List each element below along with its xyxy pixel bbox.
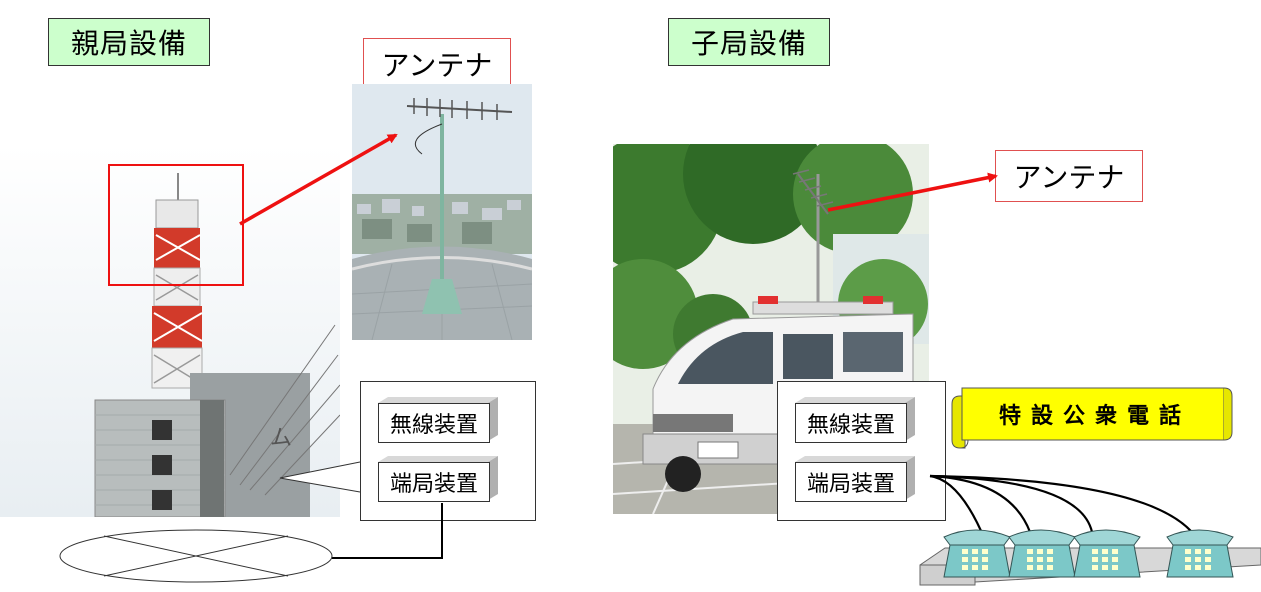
parent-terminal-device-label: 端局装置 [378,462,490,502]
service-area-ellipse [59,529,333,583]
tower-building-photo: ム [0,145,340,517]
child-radio-device: 無線装置 [795,397,915,443]
child-terminal-device-label: 端局装置 [795,462,907,502]
special-phone-banner-text: 特設公衆電話 [998,404,1191,429]
child-terminal-device: 端局装置 [795,456,915,502]
special-phone-4 [1166,529,1234,578]
child-antenna-label: アンテナ [995,150,1143,202]
parent-radio-device: 無線装置 [378,397,498,443]
mobile-van-photo [613,144,929,514]
child-radio-device-label: 無線装置 [795,403,907,443]
special-phone-3 [1073,529,1141,578]
special-phone-2 [1008,529,1076,578]
tower-highlight-box [108,164,244,286]
child-antenna-arrow [827,172,998,212]
parent-antenna-arrow [239,133,398,226]
parent-station-title: 親局設備 [48,18,210,66]
parent-radio-device-label: 無線装置 [378,403,490,443]
antenna-closeup-photo [352,84,532,340]
parent-terminal-device: 端局装置 [378,456,498,502]
special-phone-1 [943,529,1011,578]
svg-text:ム: ム [270,426,292,451]
parent-antenna-label: アンテナ [363,38,511,90]
special-phone-banner-scroll [951,387,1233,449]
child-station-title: 子局設備 [668,18,830,66]
